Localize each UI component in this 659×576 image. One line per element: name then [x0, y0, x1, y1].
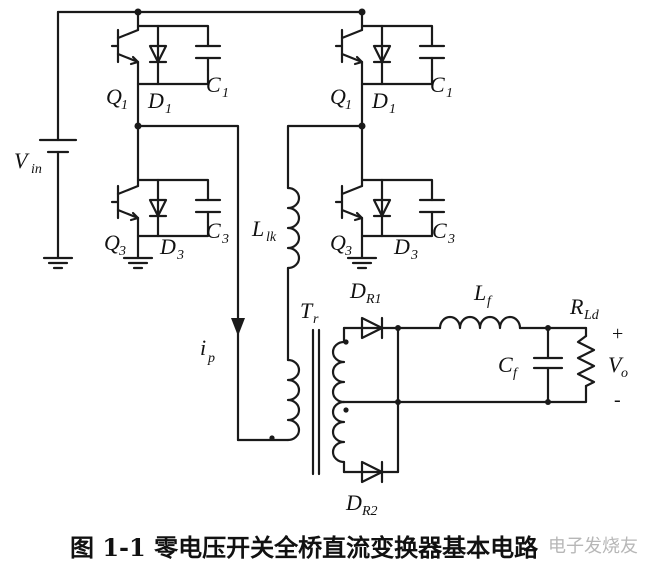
label-c1-left: C 1 — [206, 72, 229, 101]
svg-text:p: p — [207, 351, 215, 366]
svg-text:3: 3 — [447, 232, 455, 247]
svg-text:3: 3 — [344, 244, 352, 259]
label-dr1: D R1 — [349, 278, 382, 307]
transformer-core — [311, 328, 321, 476]
svg-text:f: f — [487, 294, 493, 309]
label-lf: L f — [473, 280, 493, 309]
svg-text:D: D — [393, 234, 410, 259]
svg-text:C: C — [430, 72, 445, 97]
svg-text:Q: Q — [330, 230, 346, 255]
label-vo: V o — [608, 352, 628, 381]
svg-text:r: r — [313, 312, 319, 327]
svg-text:R1: R1 — [365, 292, 382, 307]
svg-text:lk: lk — [266, 230, 277, 245]
label-c3-left: C 3 — [206, 218, 229, 247]
diode-dr1 — [342, 316, 401, 474]
label-q1-right: Q 1 — [330, 84, 352, 113]
label-ip: i p — [200, 335, 215, 366]
label-q3-right: Q 3 — [330, 230, 352, 259]
label-plus: + — [612, 323, 623, 345]
current-arrow-ip — [231, 318, 245, 336]
switch-q3-right — [334, 176, 446, 270]
top-rail — [56, 8, 366, 16]
label-c1-right: C 1 — [430, 72, 453, 101]
switch-q1-left — [110, 10, 222, 128]
svg-text:in: in — [31, 162, 42, 177]
svg-text:f: f — [513, 366, 519, 381]
svg-text:3: 3 — [410, 248, 418, 263]
svg-text:1: 1 — [222, 86, 229, 101]
svg-text:o: o — [621, 366, 628, 381]
svg-text:Q: Q — [106, 84, 122, 109]
svg-text:3: 3 — [176, 248, 184, 263]
label-c3-right: C 3 — [432, 218, 455, 247]
svg-text:3: 3 — [221, 232, 229, 247]
svg-text:C: C — [498, 352, 513, 377]
svg-text:D: D — [147, 88, 164, 113]
label-d3-left: D 3 — [159, 234, 184, 263]
svg-text:i: i — [200, 335, 206, 360]
svg-text:3: 3 — [118, 244, 126, 259]
svg-text:L: L — [251, 216, 264, 241]
svg-text:1: 1 — [389, 102, 396, 117]
svg-text:V: V — [14, 148, 30, 173]
label-d1-left: D 1 — [147, 88, 172, 117]
svg-text:1: 1 — [165, 102, 172, 117]
svg-text:V: V — [608, 352, 624, 377]
diode-dr2 — [342, 460, 400, 484]
transformer-secondary — [331, 326, 551, 474]
label-tr: T r — [300, 298, 319, 327]
svg-text:T: T — [300, 298, 314, 323]
label-q1-left: Q 1 — [106, 84, 128, 113]
watermark: 电子发烧友 — [548, 536, 638, 557]
label-d3-right: D 3 — [393, 234, 418, 263]
vin-source — [38, 10, 78, 270]
svg-text:R2: R2 — [361, 504, 378, 519]
label-llk: L lk — [251, 216, 277, 245]
resistor-rld — [546, 326, 596, 404]
switch-q3-left — [110, 176, 222, 270]
left-mid-node — [134, 122, 240, 442]
svg-text:Ld: Ld — [583, 308, 600, 323]
svg-text:Q: Q — [104, 230, 120, 255]
label-q3-left: Q 3 — [104, 230, 126, 259]
inductor-llk — [286, 186, 301, 362]
label-minus: - — [614, 389, 621, 411]
svg-text:D: D — [371, 88, 388, 113]
right-mid-node — [286, 122, 366, 190]
figure-caption: 图 1-1 零电压开关全桥直流变换器基本电路 — [70, 533, 539, 562]
svg-text:R: R — [569, 294, 584, 319]
svg-text:1: 1 — [446, 86, 453, 101]
svg-text:C: C — [432, 218, 447, 243]
svg-text:D: D — [349, 278, 366, 303]
svg-text:C: C — [206, 218, 221, 243]
svg-text:Q: Q — [330, 84, 346, 109]
transformer-primary — [236, 358, 301, 442]
label-d1-right: D 1 — [371, 88, 396, 117]
svg-text:D: D — [159, 234, 176, 259]
capacitor-cf — [532, 326, 564, 404]
svg-text:1: 1 — [345, 98, 352, 113]
label-cf: C f — [498, 352, 519, 381]
svg-text:C: C — [206, 72, 221, 97]
svg-text:D: D — [345, 490, 362, 515]
label-vin: V in — [14, 148, 42, 177]
inductor-lf — [396, 315, 588, 331]
label-dr2: D R2 — [345, 490, 378, 519]
svg-text:L: L — [473, 280, 486, 305]
label-rld: R Ld — [569, 294, 600, 323]
switch-q1-right — [334, 10, 446, 128]
svg-text:1: 1 — [121, 98, 128, 113]
